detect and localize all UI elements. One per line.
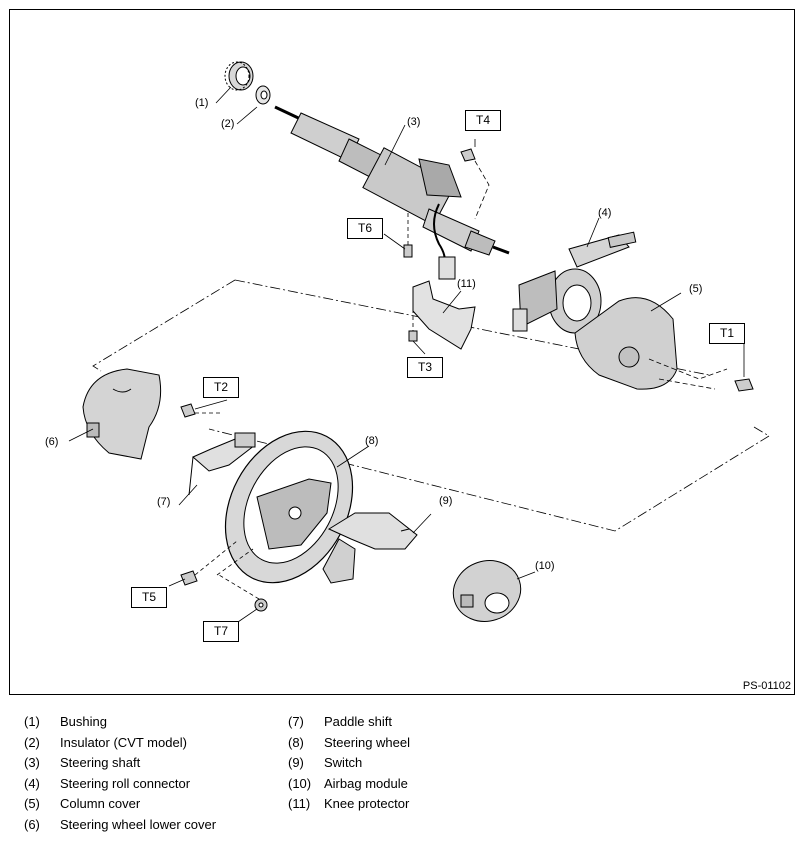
insulator-part	[255, 85, 271, 105]
legend-left-column: (1) Bushing (2) Insulator (CVT model) (3) S…	[24, 714, 284, 838]
bolt-t2	[180, 403, 223, 418]
legend-number: (10)	[288, 775, 312, 791]
column-cover-part	[574, 297, 728, 390]
callout-column-cover: (5)	[689, 283, 703, 295]
legend-number: (4)	[24, 775, 40, 791]
legend-number: (9)	[288, 755, 304, 771]
legend-name: Knee protector	[324, 796, 410, 812]
torque-label-t6: T6	[347, 218, 383, 239]
legend-name: Steering roll connector	[60, 775, 191, 791]
assembly-outline	[208, 428, 770, 532]
callout-insulator: (2)	[221, 118, 235, 130]
legend-number: (7)	[288, 714, 304, 729]
torque-label-t4: T4	[465, 110, 501, 131]
legend-item: (2) Insulator (CVT model)	[24, 735, 284, 756]
legend-item: (11) Knee protector	[288, 796, 548, 817]
legend-number: (8)	[288, 734, 304, 750]
paddle-shift-part	[188, 432, 256, 496]
torque-label-t7: T7	[203, 621, 239, 642]
callout-paddle-shift: (7)	[157, 496, 171, 508]
legend-name: Bushing	[60, 714, 107, 729]
callout-bushing: (1)	[195, 97, 209, 109]
airbag-module-part	[452, 560, 522, 622]
legend-name: Column cover	[60, 796, 141, 812]
legend-number: (1)	[24, 714, 40, 729]
knee-protector-part	[408, 280, 476, 350]
legend-number: (11)	[288, 796, 311, 812]
legend-item: (1) Bushing	[24, 714, 284, 735]
nut-t7	[216, 548, 268, 612]
legend-item: (9) Switch	[288, 755, 548, 776]
assembly-outline	[92, 279, 236, 372]
callout-knee-protector: (11)	[457, 278, 476, 290]
legend-item: (6) Steering wheel lower cover	[24, 817, 284, 838]
torque-label-t1: T1	[709, 323, 745, 344]
bushing-part	[224, 61, 254, 91]
legend-name: Airbag module	[324, 775, 408, 791]
legend-name: Steering shaft	[60, 755, 141, 771]
steering-wheel-part	[224, 430, 354, 584]
leader-lines	[68, 86, 682, 625]
exploded-diagram: (1) (2) (3) (4) (5) (6) (7) (8) (9) (10)…	[9, 9, 795, 695]
legend-name: Steering wheel lower cover	[60, 816, 217, 832]
legend-name: Switch	[324, 755, 363, 771]
callout-steering-shaft: (3)	[407, 116, 421, 128]
legend-name: Steering wheel	[324, 734, 410, 750]
steering-shaft-part	[274, 105, 510, 280]
switch-part	[322, 512, 418, 584]
legend-item: (10) Airbag module	[288, 776, 548, 797]
legend-number: (2)	[24, 734, 40, 750]
legend-item: (3) Steering shaft	[24, 755, 284, 776]
bolt-t4	[460, 139, 490, 220]
callout-steering-roll-connector: (4)	[598, 207, 612, 219]
legend-name: Insulator (CVT model)	[60, 734, 187, 750]
callout-lower-cover: (6)	[45, 436, 59, 448]
legend-item: (8) Steering wheel	[288, 735, 548, 756]
torque-label-t3: T3	[407, 357, 443, 378]
legend-number: (3)	[24, 755, 40, 771]
bolt-t6	[403, 211, 413, 258]
torque-label-t5: T5	[131, 587, 167, 608]
callout-airbag-module: (10)	[535, 560, 555, 572]
torque-label-t2: T2	[203, 377, 239, 398]
callout-switch: (9)	[439, 495, 453, 507]
diagram-frame	[9, 9, 795, 695]
diagram-drawing	[9, 9, 795, 695]
bolt-t1	[734, 344, 754, 392]
bolt-t5	[180, 540, 238, 586]
legend-number: (6)	[24, 816, 40, 832]
legend-number: (5)	[24, 796, 40, 812]
figure-code: PS-01102	[742, 680, 791, 692]
assembly-outline	[753, 426, 770, 437]
legend-item: (5) Column cover	[24, 796, 284, 817]
legend-right-column: (7) Paddle shift (8) Steering wheel (9) Swi…	[288, 714, 548, 817]
steering-wheel-lower-cover-part	[82, 368, 162, 460]
callout-steering-wheel: (8)	[365, 435, 379, 447]
legend-name: Paddle shift	[324, 714, 392, 729]
legend-item: (4) Steering roll connector	[24, 776, 284, 797]
legend-item: (7) Paddle shift	[288, 714, 548, 735]
